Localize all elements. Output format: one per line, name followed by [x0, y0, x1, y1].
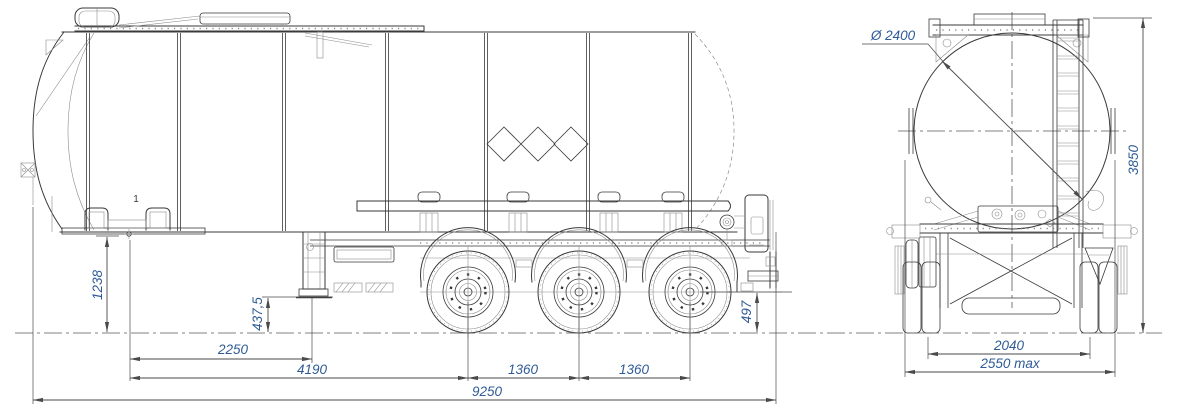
hazard-placards — [486, 126, 589, 162]
dim-overall-length: 9250 — [472, 384, 503, 399]
landing-gear — [302, 231, 326, 290]
ring-stiffeners — [86, 33, 692, 231]
rear-cabinet — [744, 194, 769, 253]
side-rub-plates — [908, 108, 1116, 154]
toolbox — [333, 246, 395, 263]
tank-circle — [913, 32, 1111, 230]
dim-landing-gear-clearance: 437,5 — [250, 297, 265, 331]
side-view: 1 — [20, 7, 782, 338]
dim-tank-diameter: Ø 2400 — [870, 28, 916, 43]
mud-flap — [1117, 245, 1128, 295]
dim-kingpin-to-landing-gear: 2250 — [217, 342, 249, 357]
dim-track-width: 2040 — [993, 338, 1025, 353]
chassis-frame — [296, 231, 770, 299]
rear-top-platform — [928, 13, 1090, 63]
valve-box — [977, 205, 1059, 233]
rear-undercarriage — [886, 189, 1138, 315]
dim-overall-width: 2550 max — [979, 356, 1041, 371]
part-callout: 1 — [133, 194, 139, 205]
discharge-hose — [1085, 189, 1104, 211]
tank-shell — [32, 31, 738, 233]
mud-flap — [894, 245, 905, 295]
dim-axle-spacing-1: 1360 — [508, 362, 539, 377]
dim-fifth-wheel-height: 1238 — [90, 269, 105, 300]
discharge-funnel — [1084, 247, 1114, 286]
dim-kingpin-to-first-axle: 4190 — [297, 362, 328, 377]
rear-wheels — [894, 245, 1128, 334]
dimensions: 1238 437,5 2250 4190 1360 1360 9250 497 … — [15, 17, 1162, 404]
manhole-platform — [199, 12, 291, 25]
discharge-pipe — [719, 214, 735, 230]
rear-view — [886, 12, 1138, 334]
side-guard-rail — [356, 191, 731, 233]
fenders — [420, 227, 738, 293]
dim-axle-centre-height: 497 — [739, 300, 754, 323]
dim-overall-height: 3850 — [1126, 144, 1141, 175]
dim-axle-spacing-2: 1360 — [619, 362, 650, 377]
front-jack-bracket — [20, 162, 36, 178]
front-marker-triangle — [45, 39, 64, 56]
dim-line-diameter — [941, 60, 1083, 200]
top-walkway — [74, 7, 425, 59]
rear-equipment — [719, 194, 779, 292]
kingpin-assembly — [20, 162, 206, 239]
wheel-1 — [426, 246, 510, 338]
